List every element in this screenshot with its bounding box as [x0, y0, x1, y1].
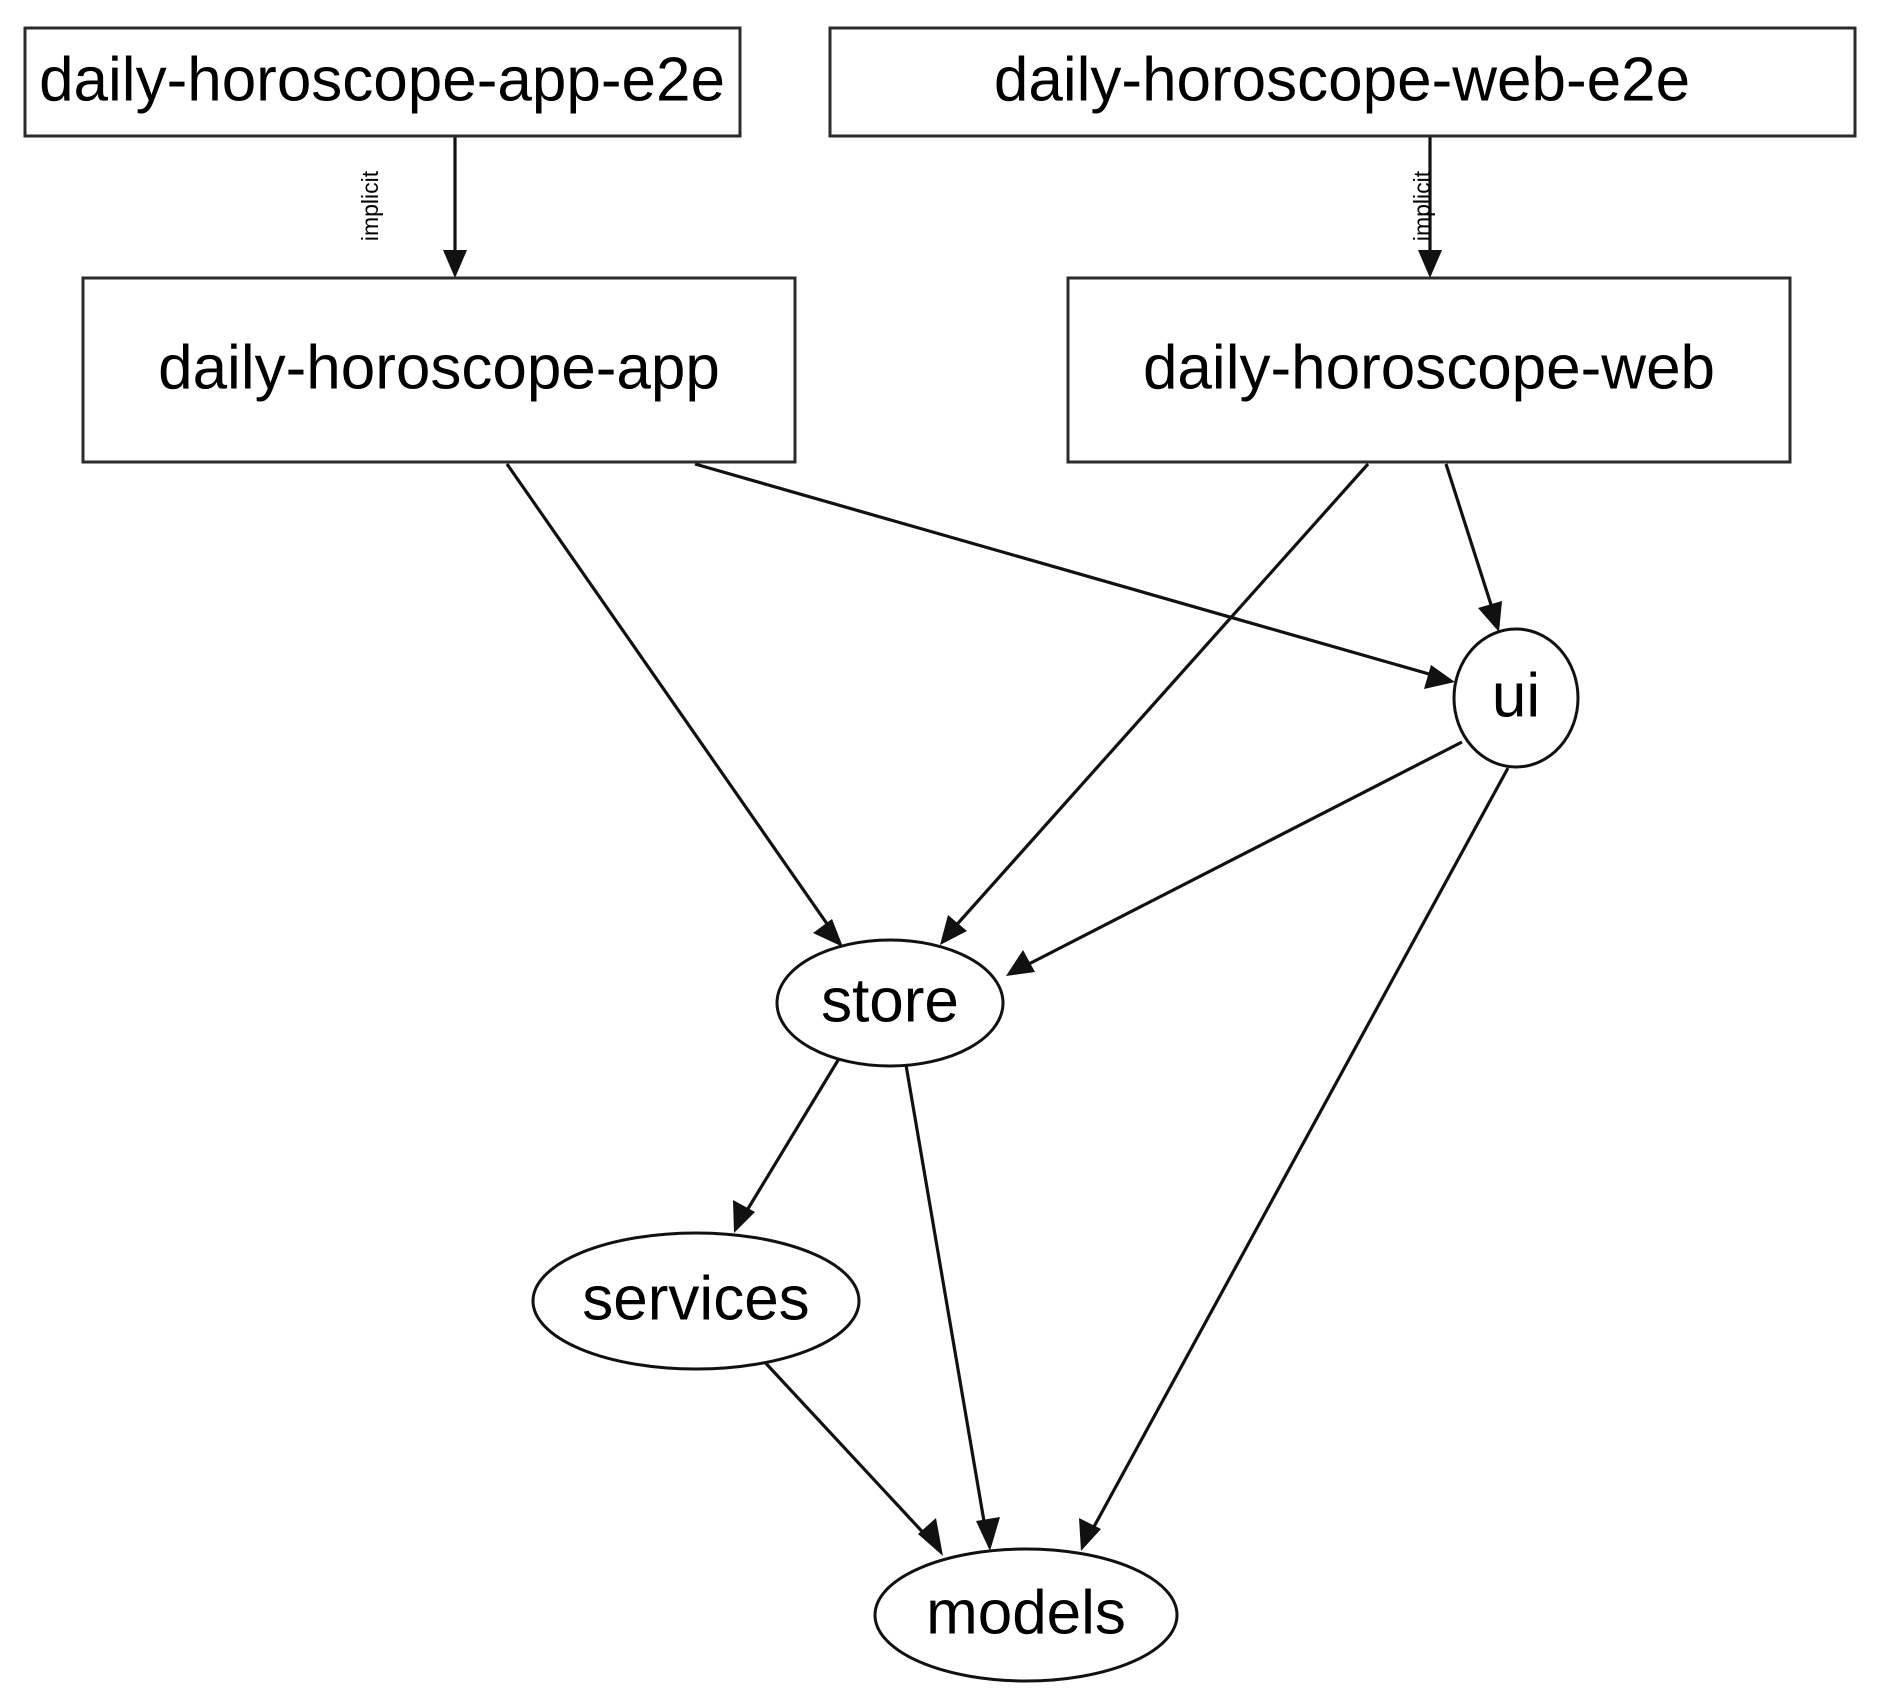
node-label: daily-horoscope-app-e2e: [39, 45, 725, 114]
arrowhead-icon: [1424, 665, 1455, 689]
edge-store-to-services[interactable]: [733, 1056, 842, 1233]
edge-layer: implicit implicit: [357, 136, 1510, 1556]
arrowhead-icon: [443, 250, 467, 278]
edge-store-to-models[interactable]: [904, 1064, 1000, 1551]
node-shape-ellipse: [873, 1547, 1179, 1683]
node-daily-horoscope-web-e2e[interactable]: daily-horoscope-web-e2e: [828, 26, 1857, 138]
edge-app-e2e-to-app[interactable]: implicit: [357, 136, 467, 278]
arrowhead-icon: [976, 1517, 1000, 1551]
edge-line: [694, 462, 1437, 678]
node-shape-ellipse: [1452, 627, 1580, 769]
edge-web-to-ui[interactable]: [1444, 463, 1502, 632]
edge-ui-to-models[interactable]: [1079, 767, 1510, 1551]
edge-line: [758, 1355, 932, 1542]
node-label: store: [821, 966, 959, 1035]
node-store[interactable]: store: [775, 938, 1005, 1068]
edge-label-implicit: implicit: [357, 170, 383, 241]
node-models[interactable]: models: [873, 1547, 1179, 1683]
node-ui[interactable]: ui: [1452, 627, 1580, 769]
arrowhead-icon: [1079, 1518, 1101, 1551]
node-layer: daily-horoscope-app-e2e daily-horoscope-…: [23, 26, 1857, 1683]
node-daily-horoscope-app[interactable]: daily-horoscope-app: [81, 276, 797, 464]
arrowhead-icon: [918, 1518, 943, 1556]
arrowhead-icon: [733, 1200, 755, 1233]
node-label: models: [926, 1578, 1126, 1647]
edge-line: [904, 1064, 988, 1534]
arrowhead-icon: [1418, 250, 1442, 278]
node-shape-rect: [828, 26, 1857, 138]
arrowhead-icon: [1478, 601, 1502, 632]
node-daily-horoscope-app-e2e[interactable]: daily-horoscope-app-e2e: [23, 26, 742, 138]
edge-web-e2e-to-web[interactable]: implicit: [1409, 136, 1442, 278]
node-label: daily-horoscope-web: [1143, 333, 1715, 402]
edge-label-implicit: implicit: [1409, 170, 1435, 241]
node-shape-rect: [81, 276, 797, 464]
edge-web-to-store[interactable]: [940, 462, 1370, 945]
edge-line: [1022, 740, 1463, 969]
node-label: daily-horoscope-app: [158, 333, 720, 402]
node-label: ui: [1492, 661, 1540, 730]
node-daily-horoscope-web[interactable]: daily-horoscope-web: [1066, 276, 1792, 464]
node-services[interactable]: services: [531, 1231, 861, 1371]
node-label: services: [582, 1264, 809, 1333]
node-shape-rect: [1066, 276, 1792, 464]
edge-line: [1088, 767, 1510, 1535]
edge-app-to-store[interactable]: [505, 463, 843, 947]
node-shape-ellipse: [775, 938, 1005, 1068]
edge-line: [950, 462, 1370, 932]
edge-ui-to-store[interactable]: [1006, 740, 1463, 976]
arrowhead-icon: [1006, 950, 1035, 976]
arrowhead-icon: [940, 915, 967, 945]
edge-services-to-models[interactable]: [758, 1355, 943, 1556]
arrowhead-icon: [813, 919, 843, 947]
edge-line: [1444, 463, 1496, 615]
edge-app-to-ui[interactable]: [694, 462, 1455, 689]
node-label: daily-horoscope-web-e2e: [994, 45, 1690, 114]
edge-line: [505, 463, 834, 932]
edge-line: [741, 1056, 842, 1218]
node-shape-ellipse: [531, 1231, 861, 1371]
node-shape-rect: [23, 26, 742, 138]
